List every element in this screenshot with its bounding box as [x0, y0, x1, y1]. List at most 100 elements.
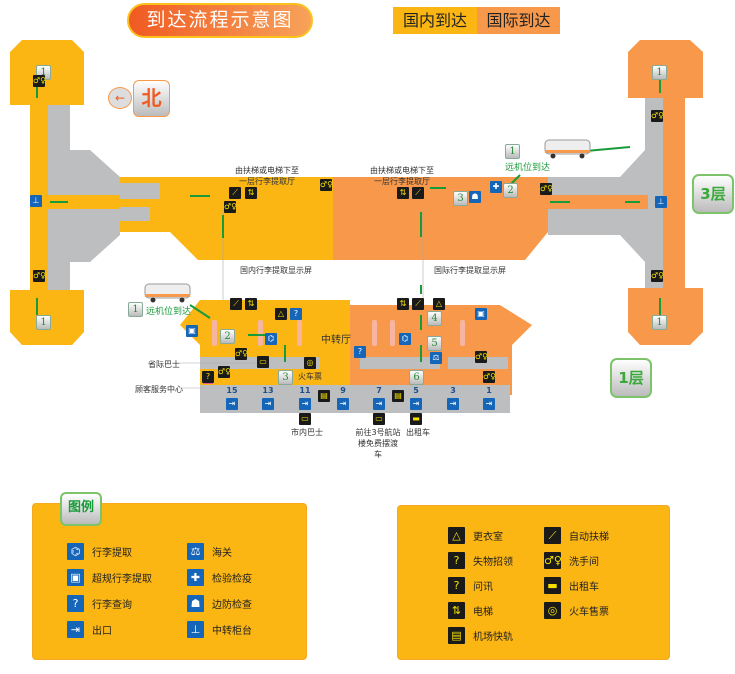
- legend-item: ◎火车售票: [544, 601, 644, 619]
- legend-item: ?失物招领: [448, 551, 544, 569]
- restroom-icon: ♂♀: [218, 366, 232, 378]
- right-pier: [548, 40, 703, 345]
- restroom-icon: ♂♀: [33, 75, 47, 87]
- floor-1-badge[interactable]: 1层: [610, 358, 652, 398]
- key-domestic: 国内到达: [393, 7, 477, 34]
- legend-item: ▣ 超规行李提取: [67, 568, 187, 586]
- city-bus-icon: ▭: [299, 413, 311, 425]
- restroom-icon: ♂♀: [540, 183, 554, 195]
- gate-3: 3: [450, 386, 456, 395]
- label-down-international: 由扶梯或电梯下至一层行李提取厅: [370, 166, 434, 186]
- border-control-icon: ☗: [469, 191, 481, 203]
- escalator-icon: ⟋: [229, 187, 241, 199]
- restroom-icon: ♂♀: [224, 201, 238, 213]
- north-badge: 北: [133, 80, 170, 117]
- elevator-icon: ⇅: [397, 187, 409, 199]
- shuttle-bus-icon: ▭: [373, 413, 385, 425]
- step-1: 1: [652, 65, 667, 80]
- baggage-claim-icon: ⌬: [265, 333, 277, 345]
- lost-found-icon: ?: [448, 551, 465, 569]
- legend-item: ♂♀洗手间: [544, 551, 644, 569]
- legend-label: 边防检查: [212, 599, 252, 611]
- step-6: 6: [409, 370, 424, 385]
- gate-7: 7: [376, 386, 382, 395]
- legend-label: 自动扶梯: [569, 531, 609, 543]
- restroom-icon: ♂♀: [475, 351, 489, 363]
- transfer-counter-icon: ⊥: [30, 195, 42, 207]
- label-international-screen: 国际行李提取显示屏: [434, 266, 506, 275]
- escalator-icon: ⟋: [230, 298, 242, 310]
- baggage-claim-icon: ⌬: [67, 542, 84, 560]
- label-transfer-hall: 中转厅: [321, 335, 351, 346]
- legend-item: △更衣室: [448, 526, 544, 544]
- label-domestic-screen: 国内行李提取显示屏: [240, 266, 312, 275]
- gate-5: 5: [413, 386, 419, 395]
- legend-item: ▬出租车: [544, 576, 644, 594]
- gate-13: 13: [262, 386, 274, 395]
- label-provincial-bus: 省际巴士: [148, 360, 180, 369]
- step-1: 1: [36, 315, 51, 330]
- escalator-icon: ⟋: [412, 187, 424, 199]
- gate-1: 1: [486, 386, 492, 395]
- oversize-baggage-icon: ▣: [186, 325, 198, 337]
- step-1: 1: [505, 144, 520, 159]
- airport-express-icon: ▤: [448, 626, 465, 644]
- step-2: 2: [220, 329, 235, 344]
- taxi-icon: ▬: [544, 576, 561, 594]
- bus-illustration: [144, 139, 591, 303]
- legend-item: ☗ 边防检查: [187, 594, 297, 612]
- page-title: 到达流程示意图: [127, 3, 313, 38]
- border-control-icon: ☗: [187, 594, 204, 612]
- airport-express-icon: ▤: [318, 390, 330, 402]
- domestic-hall-3f: [120, 177, 333, 260]
- step-4: 4: [427, 311, 442, 326]
- gate-9: 9: [340, 386, 346, 395]
- transfer-counter-icon: ⊥: [187, 620, 204, 638]
- elevator-icon: ⇅: [448, 601, 465, 619]
- quarantine-icon: ✚: [187, 568, 204, 586]
- exit-icon: ⇥: [337, 398, 349, 410]
- cloakroom-icon: △: [275, 308, 287, 320]
- airport-express-icon: ▤: [392, 390, 404, 402]
- baggage-claim-icon: ⌬: [399, 333, 411, 345]
- step-3: 3: [453, 191, 468, 206]
- floor-3-badge[interactable]: 3层: [692, 174, 734, 214]
- label-train-ticket: 火车票: [298, 372, 322, 381]
- legend-label: 中转柜台: [212, 625, 252, 637]
- legend-item: ?行李查询: [67, 594, 187, 612]
- label-remote-stand-left: 远机位到达: [146, 307, 192, 317]
- international-hall-3f: [333, 177, 548, 260]
- baggage-inquiry-icon: ?: [290, 308, 302, 320]
- legend-item: ⚖海关: [187, 542, 297, 560]
- step-2: 2: [503, 183, 518, 198]
- train-ticket-icon: ◎: [544, 601, 561, 619]
- legend-left: 图例 ⌬行李提取⚖海关▣超规行李提取✚检验检疫?行李查询☗边防检查⇥出口⊥中转柜…: [32, 492, 307, 660]
- legend-label: 更衣室: [473, 531, 503, 543]
- elevator-icon: ⇅: [245, 187, 257, 199]
- label-service-center: 顾客服务中心: [135, 385, 183, 394]
- oversize-baggage-icon: ▣: [67, 568, 84, 586]
- restroom-icon: ♂♀: [651, 110, 665, 122]
- gate-11: 11: [299, 386, 311, 395]
- label-remote-stand-right: 远机位到达: [505, 163, 551, 173]
- exit-icon: ⇥: [262, 398, 274, 410]
- legend-label: 超规行李提取: [92, 573, 152, 585]
- legend-item: ⇅电梯: [448, 601, 544, 619]
- exit-icon: ⇥: [373, 398, 385, 410]
- legend-label: 洗手间: [569, 556, 599, 568]
- step-1: 1: [652, 315, 667, 330]
- escalator-icon: ⟋: [412, 298, 424, 310]
- legend-heading: 图例: [60, 492, 102, 526]
- quarantine-icon: ✚: [490, 181, 502, 193]
- step-5: 5: [427, 336, 442, 351]
- exit-icon: ⇥: [447, 398, 459, 410]
- elevator-icon: ⇅: [397, 298, 409, 310]
- cloakroom-icon: △: [433, 298, 445, 310]
- step-3: 3: [278, 370, 293, 385]
- baggage-inquiry-icon: ?: [354, 346, 366, 358]
- taxi-icon: ▬: [410, 413, 422, 425]
- restroom-icon: ♂♀: [483, 371, 497, 383]
- restroom-icon: ♂♀: [320, 179, 334, 191]
- legend-label: 问讯: [473, 581, 493, 593]
